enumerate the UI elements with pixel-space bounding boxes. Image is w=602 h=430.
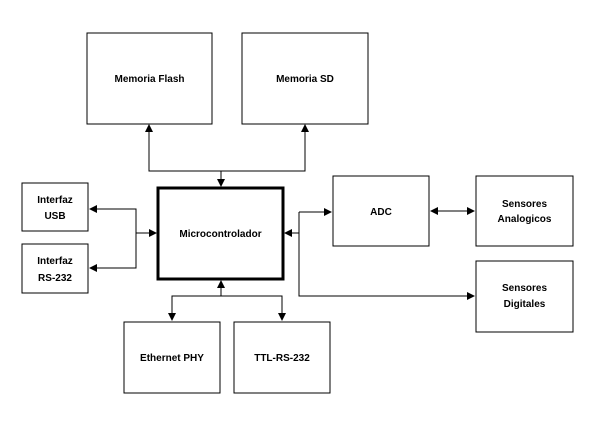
arrowhead-left — [89, 264, 97, 272]
arrowhead-up — [217, 280, 225, 288]
ttl-rs232-box: TTL-RS-232 — [233, 321, 331, 394]
memoria-flash-label: Memoria Flash — [114, 74, 184, 85]
interfaz-rs232-box: Interfaz RS-232 — [21, 243, 89, 294]
arrowhead-up — [301, 124, 309, 132]
arrowhead-left — [284, 229, 292, 237]
interfaz-rs232-label-line-1: Interfaz — [37, 256, 73, 267]
sensores-analogicos-label-line-2: Analogicos — [498, 214, 552, 225]
arrowhead-right — [467, 292, 475, 300]
sensores-digitales-box: Sensores Digitales — [475, 260, 574, 333]
arrowhead-down — [278, 313, 286, 321]
arrowhead-right — [149, 229, 157, 237]
adc-box: ADC — [332, 175, 430, 247]
ethernet-phy-label: Ethernet PHY — [140, 353, 204, 364]
memoria-sd-box: Memoria SD — [241, 32, 369, 125]
arrowhead-down — [168, 313, 176, 321]
memoria-flash-box: Memoria Flash — [86, 32, 213, 125]
bottom-bus-connector — [168, 280, 286, 321]
arrowhead-right — [324, 208, 332, 216]
interfaz-usb-label-line-2: USB — [44, 211, 65, 222]
interfaz-rs232-label-line-2: RS-232 — [38, 273, 72, 284]
adc-analog-connector — [430, 207, 475, 215]
memoria-sd-label: Memoria SD — [276, 74, 334, 85]
serial-interfaces-connector — [89, 205, 157, 272]
arrowhead-left — [89, 205, 97, 213]
adc-label: ADC — [370, 207, 392, 218]
microcontrolador-box: Microcontrolador — [156, 186, 285, 281]
interfaz-usb-box: Interfaz USB — [21, 182, 89, 232]
sensores-analogicos-box: Sensores Analogicos — [475, 175, 574, 247]
ttl-rs232-label: TTL-RS-232 — [254, 353, 310, 364]
arrowhead-down — [217, 179, 225, 187]
arrowhead-left — [430, 207, 438, 215]
sensores-analogicos-label-line-1: Sensores — [502, 199, 547, 210]
sensor-bus-connector — [284, 208, 475, 300]
arrowhead-right — [467, 207, 475, 215]
sensores-digitales-label-line-1: Sensores — [502, 283, 547, 294]
arrowhead-up — [145, 124, 153, 132]
microcontrolador-label: Microcontrolador — [179, 229, 261, 240]
sensores-digitales-label-line-2: Digitales — [504, 299, 546, 310]
ethernet-phy-box: Ethernet PHY — [123, 321, 221, 394]
memory-bus-connector — [145, 124, 309, 187]
interfaz-usb-label-line-1: Interfaz — [37, 195, 73, 206]
